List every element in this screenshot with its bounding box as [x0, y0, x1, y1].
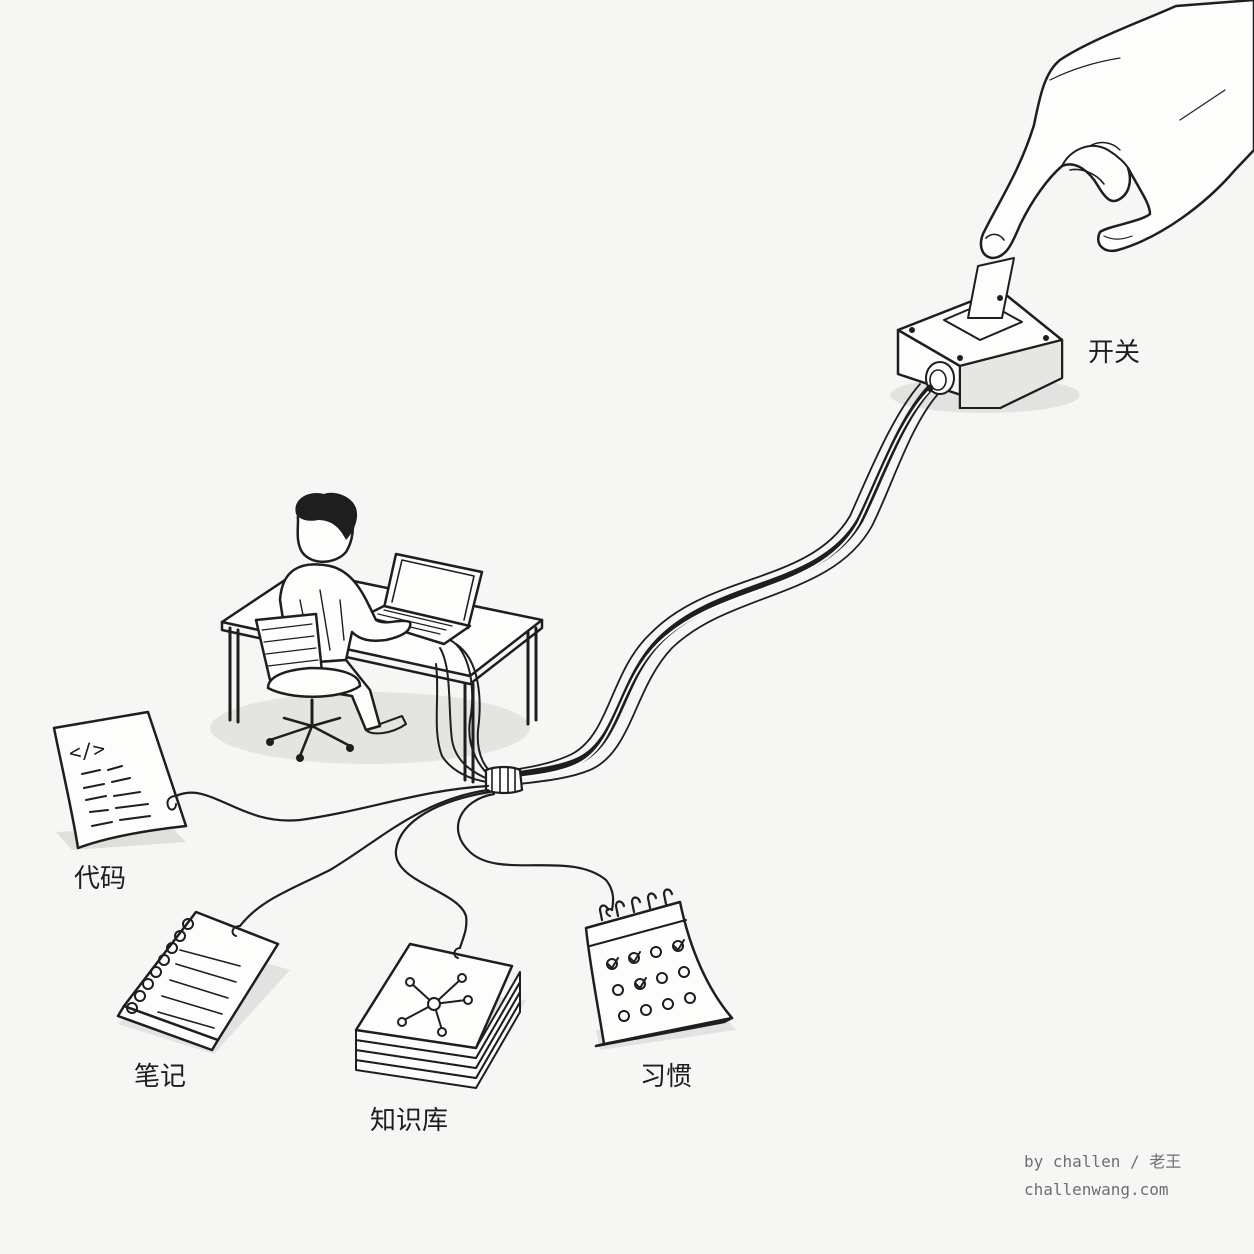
author-line: by challen / 老王	[1024, 1152, 1182, 1171]
cable-knot	[484, 765, 524, 795]
code-label: 代码	[74, 864, 127, 894]
notes-label: 笔记	[134, 1062, 187, 1092]
notebook-spiral-rings	[126, 918, 194, 1014]
network-graph-icon	[397, 973, 473, 1037]
knowledge-base-label: 知识库	[370, 1106, 449, 1136]
switch-label: 开关	[1088, 338, 1141, 368]
desk-workstation	[210, 492, 544, 784]
desk-cables	[435, 639, 497, 783]
main-cable	[496, 383, 939, 787]
toggle-switch-box	[890, 257, 1080, 413]
author-credit: by challen / 老王 challenwang.com	[1024, 1148, 1181, 1204]
code-document	[52, 710, 188, 850]
habit-calendar	[584, 888, 736, 1050]
habit-tracker-circles	[606, 939, 696, 1022]
branch-cables	[174, 784, 615, 950]
habits-label: 习惯	[640, 1062, 693, 1092]
spiral-notebook	[116, 910, 290, 1054]
knowledge-base-stack	[354, 942, 526, 1089]
website-link[interactable]: challenwang.com	[1024, 1180, 1169, 1199]
code-tag-text: </>	[67, 736, 106, 765]
pointing-hand	[979, 0, 1254, 260]
